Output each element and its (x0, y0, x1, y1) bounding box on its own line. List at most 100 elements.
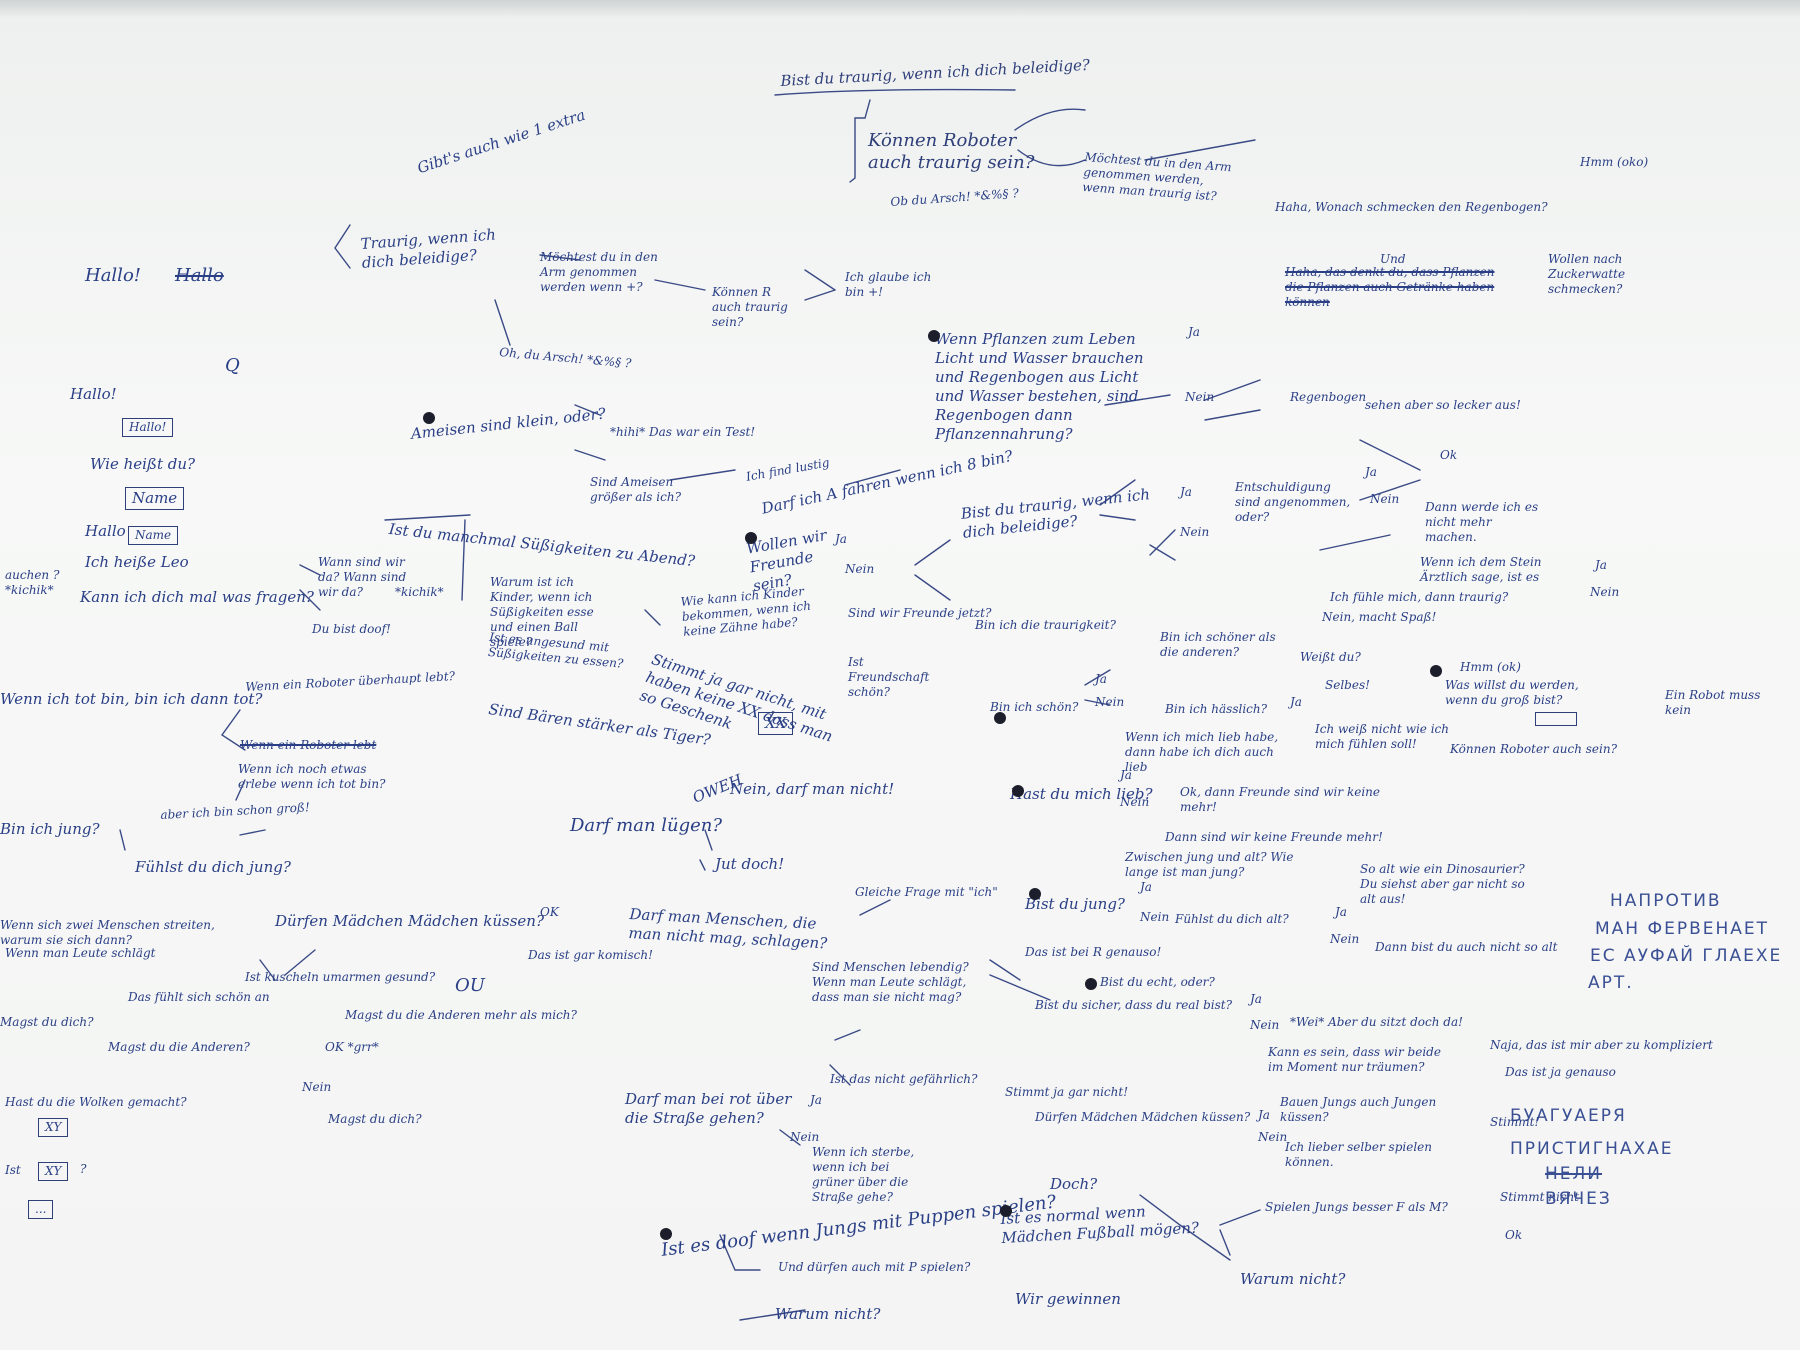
note-bin-jung: Bin ich jung? (0, 820, 100, 838)
note-cyrillic-3: ЕС АУФАЙ ГЛАЕХЕ (1590, 946, 1783, 966)
note-schoen-an: Das fühlt sich schön an (128, 990, 270, 1004)
ink-dot (1029, 888, 1041, 900)
box-xy-2: XY (38, 1162, 69, 1181)
note-spielen-jungs: Spielen Jungs besser F als M? (1265, 1200, 1448, 1214)
note-cyrillic-7: НЕЛИ (1545, 1164, 1603, 1184)
note-ja-r: Ja (1365, 465, 1377, 479)
note-magst-dich-left: Magst du dich? (0, 1015, 94, 1029)
note-moechtest-arm-mid: Möchtest du in den Arm genommen werden w… (540, 250, 658, 294)
note-nein-r2: Nein (1590, 585, 1620, 599)
note-anfang-left: auchen ?*kichik* (5, 568, 60, 597)
note-gefaehrlich: Ist das nicht gefährlich? (830, 1072, 978, 1086)
note-nein-darf: Nein, darf man nicht! (730, 780, 895, 798)
note-doch: Doch? (1050, 1175, 1098, 1193)
note-wir-gewinnen: Wir gewinnen (1015, 1290, 1121, 1308)
note-warum-nicht: Warum nicht? (775, 1305, 881, 1323)
note-regen-lecker: sehen aber so lecker aus! (1365, 398, 1521, 412)
note-kichik: *kichik* (395, 585, 444, 599)
note-bist-jung: Bist du jung? (1025, 895, 1125, 913)
note-freundschaft: Ist Freundschaft schön? (848, 655, 930, 699)
note-jut-doch: Jut doch! (715, 855, 785, 873)
box-hobby (1535, 712, 1577, 726)
note-nein-l: Nein (1120, 795, 1150, 809)
note-weiss-nicht: Ich weiß nicht wie ich mich fühlen soll! (1315, 722, 1450, 751)
note-und: Und (1380, 252, 1406, 266)
note-bist-doof: Du bist doof! (312, 622, 391, 636)
note-gar-nicht: Stimmt ja gar nicht! (1005, 1085, 1129, 1099)
note-mehr-freunde: Dann sind wir keine Freunde mehr! (1165, 830, 1383, 844)
note-cyrillic-5: БУАГУАЕРЯ (1510, 1106, 1627, 1126)
note-stimmt-nicht: Stimmt nicht (1500, 1190, 1580, 1204)
note-roboter-traurig: Können Roboter auch traurig sein? (868, 130, 1035, 173)
note-hallo-2: Hallo! (70, 385, 117, 403)
note-hmm-right: Hmm (ok) (1460, 660, 1521, 674)
note-fuehle-mich: Ich fühle mich, dann traurig? (1330, 590, 1509, 604)
note-ich-heisse: Ich heiße Leo (85, 553, 189, 571)
box-name: Name (125, 487, 185, 510)
note-nein-real: Nein (1250, 1018, 1280, 1032)
note-warum-kinder: Warum ist ich Kinder, wenn ich Süßigkeit… (490, 575, 594, 649)
note-ja-pflanzen: Ja (1188, 325, 1200, 339)
note-wolken: Hast du die Wolken gemacht? (5, 1095, 187, 1109)
ink-dot (745, 532, 757, 544)
note-koennen-r: Können R auch traurig sein? (712, 285, 788, 329)
note-hallo-struck: Hallo (175, 265, 224, 286)
note-gebe-lieb: Wenn ich mich lieb habe, dann habe ich d… (1125, 730, 1279, 774)
note-cyrillic-4: АРТ. (1588, 973, 1634, 993)
note-kompliziert: Naja, das ist mir aber zu kompliziert (1490, 1038, 1713, 1052)
note-cyrillic-8: ВЯЧЕЗ (1545, 1189, 1612, 1209)
note-ja-j: Ja (1140, 880, 1152, 894)
note-roboter-sein: Können Roboter auch sein? (1450, 742, 1618, 756)
note-ja-a: Ja (810, 1093, 822, 1107)
note-keine-freunde: Ok, dann Freunde sind wir keine mehr! (1180, 785, 1380, 814)
ink-dot (660, 1228, 672, 1240)
note-q-mark: Q (225, 355, 240, 376)
note-freunde-jetzt: Sind wir Freunde jetzt? (848, 606, 992, 620)
note-nein-j: Nein (1140, 910, 1170, 924)
note-magst-andere-mehr: Magst du die Anderen mehr als mich? (345, 1008, 577, 1022)
box-xx: XX (758, 712, 794, 735)
note-genauso-bei-r: Das ist bei R genauso! (1025, 945, 1162, 959)
note-bauen-jungs: Bauen Jungs auch Jungen küssen? (1280, 1095, 1437, 1124)
box-name-2: Name (128, 526, 179, 545)
note-wie-heisst: Wie heißt du? (90, 455, 196, 473)
note-dinosaurier: So alt wie ein Dinosaurier? Du siehst ab… (1360, 862, 1525, 906)
note-bin-tot: Wenn ich tot bin, bin ich dann tot? (0, 690, 263, 708)
note-cyrillic-6: ПРИСТИГНАХАЕ (1510, 1139, 1674, 1159)
note-und-duerfen: Und dürfen auch mit P spielen? (778, 1260, 971, 1274)
note-wenn-sterben: Wenn ich sterbe, wenn ich bei grüner übe… (812, 1145, 915, 1204)
note-ok-bottom: Ok (1505, 1228, 1523, 1242)
note-regenbogen: Regenbogen (1290, 390, 1367, 404)
ink-dot (1012, 785, 1024, 797)
note-ok-1: OK (540, 905, 559, 919)
note-genauso: Das ist ja genauso (1505, 1065, 1616, 1079)
ink-dot (1430, 665, 1442, 677)
note-jung-alt: Zwischen jung und alt? Wie lange ist man… (1125, 850, 1294, 879)
note-erklaerung: Ein Robot muss kein (1665, 688, 1761, 717)
note-darf-luegen: Darf man lügen? (570, 815, 723, 836)
note-nein-r3: Nein (1330, 932, 1360, 946)
note-haha-denkt: Haha, das denkt du, dass Pflanzen die Pf… (1285, 265, 1495, 309)
note-glaube: Ich glaube ich bin +! (845, 270, 932, 299)
note-weiss: Weißt du? (1300, 650, 1361, 664)
note-ameisen-gross: Sind Ameisen größer als ich? (590, 475, 681, 504)
note-bin-schoener: Bin ich schöner als die anderen? (1160, 630, 1276, 659)
note-bist-sicher: Bist du sicher, dass du real bist? (1035, 998, 1233, 1012)
note-entschuldigung: Entschuldigung sind angenommen, oder? (1235, 480, 1351, 524)
note-hmm-top: Hmm (oko) (1580, 155, 1649, 169)
note-wei: *Wei* Aber du sitzt doch da! (1290, 1015, 1463, 1029)
note-duerfen-kuessen: Dürfen Mädchen Mädchen küssen? (275, 912, 544, 930)
note-bin-haesslich: Bin ich hässlich? (1165, 702, 1268, 716)
note-hihi: *hihi* Das war ein Test! (610, 425, 756, 439)
note-gleiche-frage: Gleiche Frage mit "ich" (855, 885, 998, 899)
ink-dot (1000, 1205, 1012, 1217)
note-komisch: Das ist gar komisch! (528, 948, 653, 962)
note-nein-tr: Nein (1180, 525, 1210, 539)
note-ist-xy: Ist (5, 1163, 21, 1177)
note-nein-mag: Nein (302, 1080, 332, 1094)
box-xy-1: XY (38, 1118, 69, 1137)
note-rot-ueber: Darf man bei rot über die Straße gehen? (625, 1090, 792, 1127)
note-ja-tr: Ja (1180, 485, 1192, 499)
